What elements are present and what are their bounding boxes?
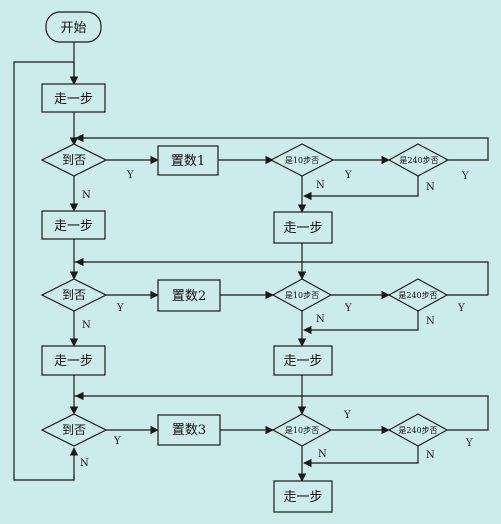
connector-check240c-no <box>303 446 419 468</box>
no-label-check10-3: N <box>318 449 327 460</box>
arrive-decision-1 <box>40 143 108 177</box>
step-box-right-2 <box>273 345 333 376</box>
check10-decision-2 <box>271 278 333 312</box>
set-box-3 <box>157 414 221 446</box>
branch-labels: Y N Y N Y N Y N Y N Y N Y N Y N Y N <box>80 170 473 469</box>
yes-label-check240-3: Y <box>465 438 473 449</box>
start-label: 开始 <box>60 21 86 36</box>
check240-decision-2 <box>387 278 449 312</box>
step-label-2: 走一步 <box>54 219 93 234</box>
step-label-1: 走一步 <box>54 92 93 107</box>
check240-decision-3 <box>387 413 449 447</box>
step-box-right-1 <box>273 211 333 244</box>
start-terminal <box>45 11 102 43</box>
step-label-3: 走一步 <box>54 354 93 369</box>
connector-row1-loop <box>74 137 489 161</box>
arrive-decision-3 <box>40 413 108 447</box>
set-label-2: 置数2 <box>172 289 206 304</box>
check240-decision-1 <box>387 143 450 177</box>
step-box-3 <box>41 345 106 376</box>
connector-row3-loop <box>74 395 489 431</box>
arrive-label-1: 到否 <box>62 153 86 167</box>
yes-label-check10-3: Y <box>343 410 351 421</box>
check10-label-2: 是10步否 <box>285 291 319 300</box>
arrive-decision-2 <box>40 278 108 312</box>
yes-label-check10-2: Y <box>344 303 352 314</box>
no-label-check240-3: N <box>426 450 435 461</box>
no-label-check240-1: N <box>426 182 435 193</box>
step-label-right-2: 走一步 <box>283 354 322 369</box>
set-label-3: 置数3 <box>172 423 206 438</box>
yes-label-check240-1: Y <box>461 171 469 182</box>
connector-lines <box>13 42 489 482</box>
step-label-right-3: 走一步 <box>283 490 322 505</box>
no-label-arrive1: N <box>82 190 91 201</box>
yes-label-arrive3: Y <box>113 436 121 447</box>
step-label-right-1: 走一步 <box>283 221 322 236</box>
set-box-2 <box>157 279 221 312</box>
yes-label-check240-2: Y <box>457 303 465 314</box>
yes-label-arrive2: Y <box>116 303 124 314</box>
set-box-1 <box>157 145 219 176</box>
no-label-arrive3: N <box>80 458 89 469</box>
yes-label-arrive1: Y <box>126 170 134 181</box>
step-box-right-3 <box>273 480 333 513</box>
no-label-check240-2: N <box>426 316 435 327</box>
step-box-1 <box>41 83 106 113</box>
set-label-1: 置数1 <box>171 154 205 169</box>
check10-decision-1 <box>269 143 335 177</box>
check240-label-1: 是240步否 <box>399 156 438 165</box>
check10-decision-3 <box>271 413 333 447</box>
connector-check240b-no <box>303 311 419 335</box>
step-box-2 <box>41 210 106 240</box>
check240-label-2: 是240步否 <box>398 291 437 300</box>
yes-label-check10-1: Y <box>344 170 352 181</box>
check10-label-3: 是10步否 <box>285 426 319 435</box>
no-label-check10-2: N <box>316 314 325 325</box>
connector-main-loop <box>13 61 75 481</box>
check240-label-3: 是240步否 <box>398 426 437 435</box>
connector-check240-no <box>303 176 419 201</box>
connector-row2-loop <box>74 261 489 296</box>
check10-label-1: 是10步否 <box>285 156 319 165</box>
no-label-check10-1: N <box>316 180 325 191</box>
arrive-label-3: 到否 <box>62 423 86 437</box>
arrive-label-2: 到否 <box>62 288 86 302</box>
no-label-arrive2: N <box>82 320 91 331</box>
